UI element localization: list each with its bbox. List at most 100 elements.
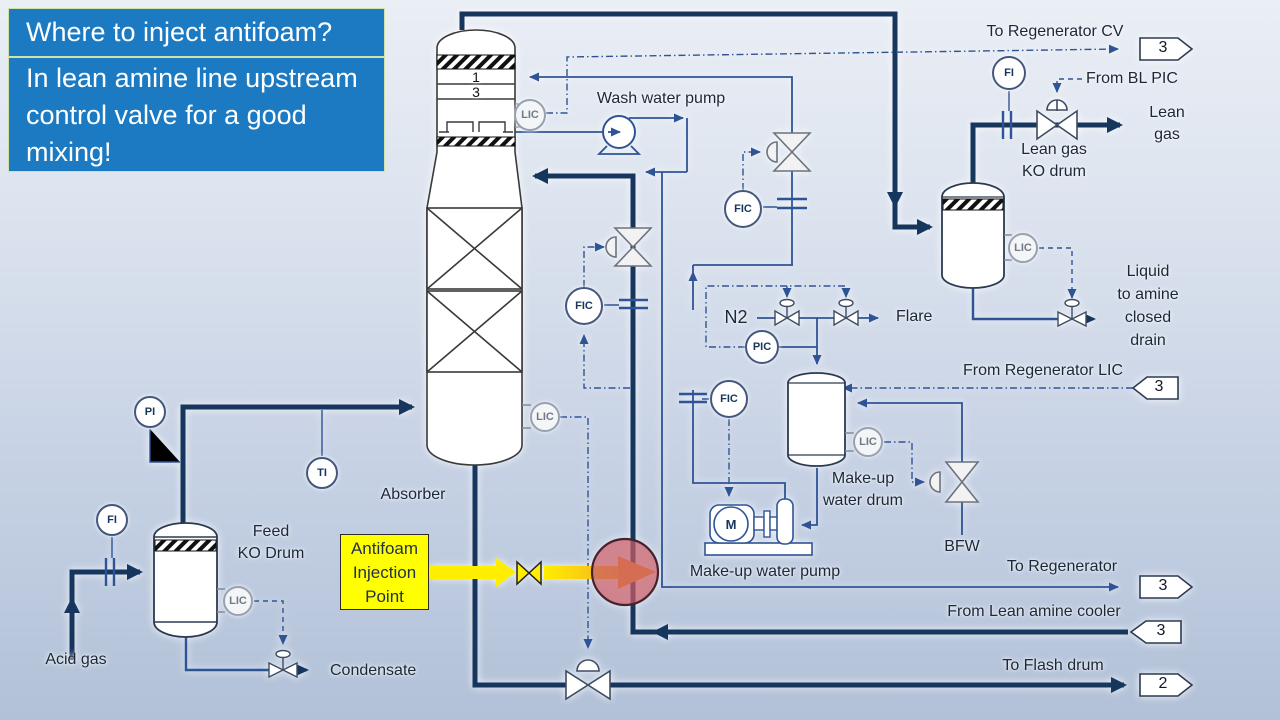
title-question: Where to inject antifoam? [8,8,385,57]
instrument-fic-makeup: FIC [710,380,748,418]
bfw-valve [929,461,980,503]
instrument-lic-feed-drum: LIC [223,586,253,616]
wash-water-pump-symbol [596,115,642,155]
orifice-acid-gas [104,558,116,586]
wash-return-line [530,77,793,265]
flag-from-regenerator-lic [1131,376,1179,400]
flag-number-from-lean-amine-cooler: 3 [1156,622,1166,639]
antifoam-line1: Antifoam [350,539,419,558]
instrument-lic-absorber-top: LIC [514,99,546,131]
label-kod-line2: KO drum [1021,163,1086,180]
flag-number-from-regenerator-lic: 3 [1154,378,1164,395]
antifoam-arrow-shaft-1 [430,566,496,579]
label-fkd-1: Feed [252,523,290,540]
absorber-demister [436,54,516,70]
condensate-line [184,637,269,672]
label-bfw: BFW [944,538,980,555]
rich-amine-valve [565,659,611,701]
motor-label: M [725,516,737,532]
label-lean-gas-line2: gas [1154,126,1180,143]
chimney-tray [439,121,513,133]
antifoam-arrowhead-1 [496,558,516,587]
lic-bottom-valve-signal [560,416,593,649]
orifice-wash [777,197,807,210]
label-to-regenerator: To Regenerator [1006,558,1118,575]
label-fkd-2: KO Drum [237,545,305,562]
feed-drum-demister [154,539,217,552]
medium-process-lines [184,288,1096,676]
instrument-lic-lean-gas-drum: LIC [1008,233,1038,263]
label-drain-3: closed [1124,309,1172,326]
label-tray-1: 1 [472,69,480,85]
instrument-lic-absorber-bottom: LIC [530,402,560,432]
label-mud-2: water drum [822,492,904,509]
makeup-water-pump-symbol [704,498,813,556]
instrument-fi-feed: FI [96,504,128,536]
packing-x-2 [426,290,523,373]
lic-kodrum-signal [1039,247,1077,299]
orifice-lean-amine [619,298,648,310]
flag-to-flash-drum [1139,673,1194,697]
lean-gas-valve [1036,99,1078,141]
label-kod-line1: Lean gas [1021,141,1087,158]
label-lean-gas: Lean gas [1138,102,1196,146]
instrument-fic-lean-amine: FIC [565,287,603,325]
orifice-lean-gas [1001,111,1013,139]
label-tray-3: 3 [472,84,480,100]
feed-gas-line [180,399,415,523]
packing-x-1 [426,207,523,290]
label-to-flash-drum: To Flash drum [1002,657,1104,674]
label-from-regenerator-lic: From Regenerator LIC [962,362,1124,379]
title-answer: In lean amine line upstream control valv… [8,57,385,172]
label-condensate: Condensate [330,662,417,679]
flag-to-regenerator [1139,575,1194,599]
koddrum-bottom-line [971,288,1058,321]
label-drain-1: Liquid [1126,263,1170,280]
pump-barrel [776,498,794,545]
kod-lic-taps [1004,234,1012,261]
label-acid-gas: Acid gas [45,651,107,668]
label-flare: Flare [896,308,933,325]
antifoam-line2: Injection [352,563,417,582]
instrument-fi-lean-gas: FI [992,56,1026,90]
label-to-regenerator-cv: To Regenerator CV [986,23,1124,40]
absorber-demister-2 [436,136,516,147]
instrument-lic-makeup-drum: LIC [853,427,883,457]
dashed-signal-lines [254,78,1082,645]
makeup-discharge [692,390,786,505]
label-wash-water-pump: Wash water pump [596,90,726,107]
condensate-valve [268,649,298,679]
antifoam-line3: Point [365,587,404,606]
label-drain-2: to amine [1117,286,1179,303]
pic-valve2-signal [705,285,851,348]
label-lean-gas-line1: Lean [1149,104,1185,121]
instrument-pi: PI [134,396,166,428]
rich-amine-line [472,463,566,688]
flag-from-lean-amine-cooler [1129,620,1182,644]
bfw-to-drum [857,398,963,462]
vessels [153,29,1012,638]
label-n2: N2 [724,307,748,327]
drain-valve [1057,298,1087,328]
feed-lic-taps [217,588,225,613]
flag-number-to-regenerator: 3 [1158,577,1168,594]
lic-makeup-signal [884,441,925,487]
absorber-overhead-line [459,11,933,235]
label-absorber: Absorber [380,486,446,503]
valves [268,99,1087,701]
motor-circle [713,506,749,542]
flag-to-regenerator-cv [1139,37,1194,61]
lic-feed-signal [254,600,288,645]
injection-highlight-circle [590,537,660,607]
lean-amine-valve [605,227,653,267]
label-from-bl-pic: From BL PIC [1086,70,1178,87]
antifoam-valve [516,560,542,586]
label-drain-4: drain [1130,332,1166,349]
wash-valve-actuator [766,141,778,163]
n2-valve-2 [833,298,859,327]
label-lean-gas-ko-drum: Lean gas KO drum [1006,139,1102,183]
